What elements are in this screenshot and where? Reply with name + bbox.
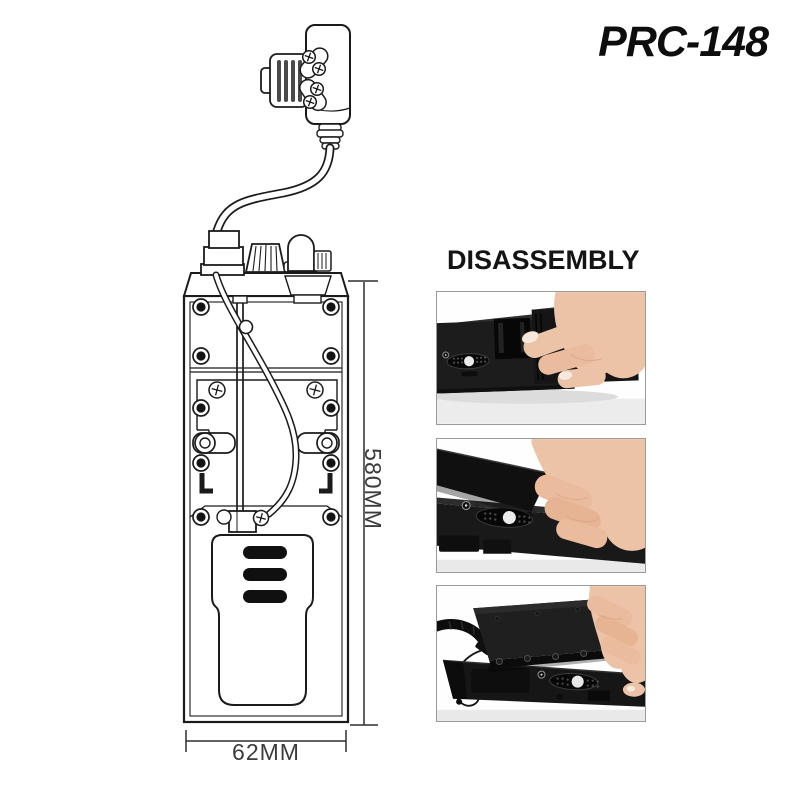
radio-body-photo3 xyxy=(442,659,645,707)
hand-photo2 xyxy=(531,439,645,551)
photo-floor xyxy=(437,709,645,721)
antenna-rod xyxy=(232,295,248,512)
step-3-scene xyxy=(437,586,645,721)
height-dimension: 580MM xyxy=(348,280,386,726)
product-title: PRC-148 xyxy=(598,18,769,66)
ptt-grip-block xyxy=(269,53,309,108)
cable-connector-mount xyxy=(200,230,245,276)
antenna-mount-trapezoid xyxy=(284,275,332,304)
radio-case-drawing xyxy=(182,230,350,724)
phillips-screws xyxy=(208,381,324,527)
small-ribbed-knob xyxy=(313,250,332,272)
step-1-scene xyxy=(437,292,645,424)
disassembly-step-3-photo xyxy=(436,585,646,722)
photo-floor xyxy=(437,559,645,572)
left-clamp xyxy=(192,432,236,454)
ptt-cable-drawing xyxy=(212,143,335,236)
height-dimension-label: 580MM xyxy=(360,448,386,530)
channel-knob xyxy=(244,243,287,273)
case-inner-wall xyxy=(189,301,343,717)
keypad-photo3 xyxy=(537,670,599,691)
open-cover-photo3 xyxy=(473,598,630,673)
ptt-screw-pair-bottom xyxy=(299,78,327,112)
width-dimension: 62MM xyxy=(185,730,347,765)
keypad-photo2 xyxy=(461,500,533,528)
inner-radio-speaker-bars xyxy=(243,546,287,603)
right-l-bracket xyxy=(319,473,333,494)
width-dimension-label: 62MM xyxy=(232,739,300,765)
battery-cover-photo2 xyxy=(437,448,550,518)
internal-cable xyxy=(212,271,300,518)
guide-hole xyxy=(216,509,232,525)
disassembly-heading: DISASSEMBLY xyxy=(447,245,640,275)
disassembly-step-2-photo xyxy=(436,438,646,573)
disassembly-step-1-photo xyxy=(436,291,646,425)
right-clamp xyxy=(296,432,340,454)
hand-photo1 xyxy=(521,292,645,389)
hand-photo3 xyxy=(587,586,645,697)
step-2-scene xyxy=(437,439,645,572)
cable-guide-ring xyxy=(238,319,254,335)
inner-radio-outline xyxy=(211,534,314,706)
keypad-photo1 xyxy=(442,351,490,377)
rod-base-block xyxy=(228,510,257,533)
volume-knob xyxy=(283,234,319,273)
left-l-bracket xyxy=(199,473,213,494)
ptt-connector-drawing xyxy=(260,24,351,150)
ptt-screw-pair-top xyxy=(299,47,329,79)
screw-holes xyxy=(192,298,340,526)
